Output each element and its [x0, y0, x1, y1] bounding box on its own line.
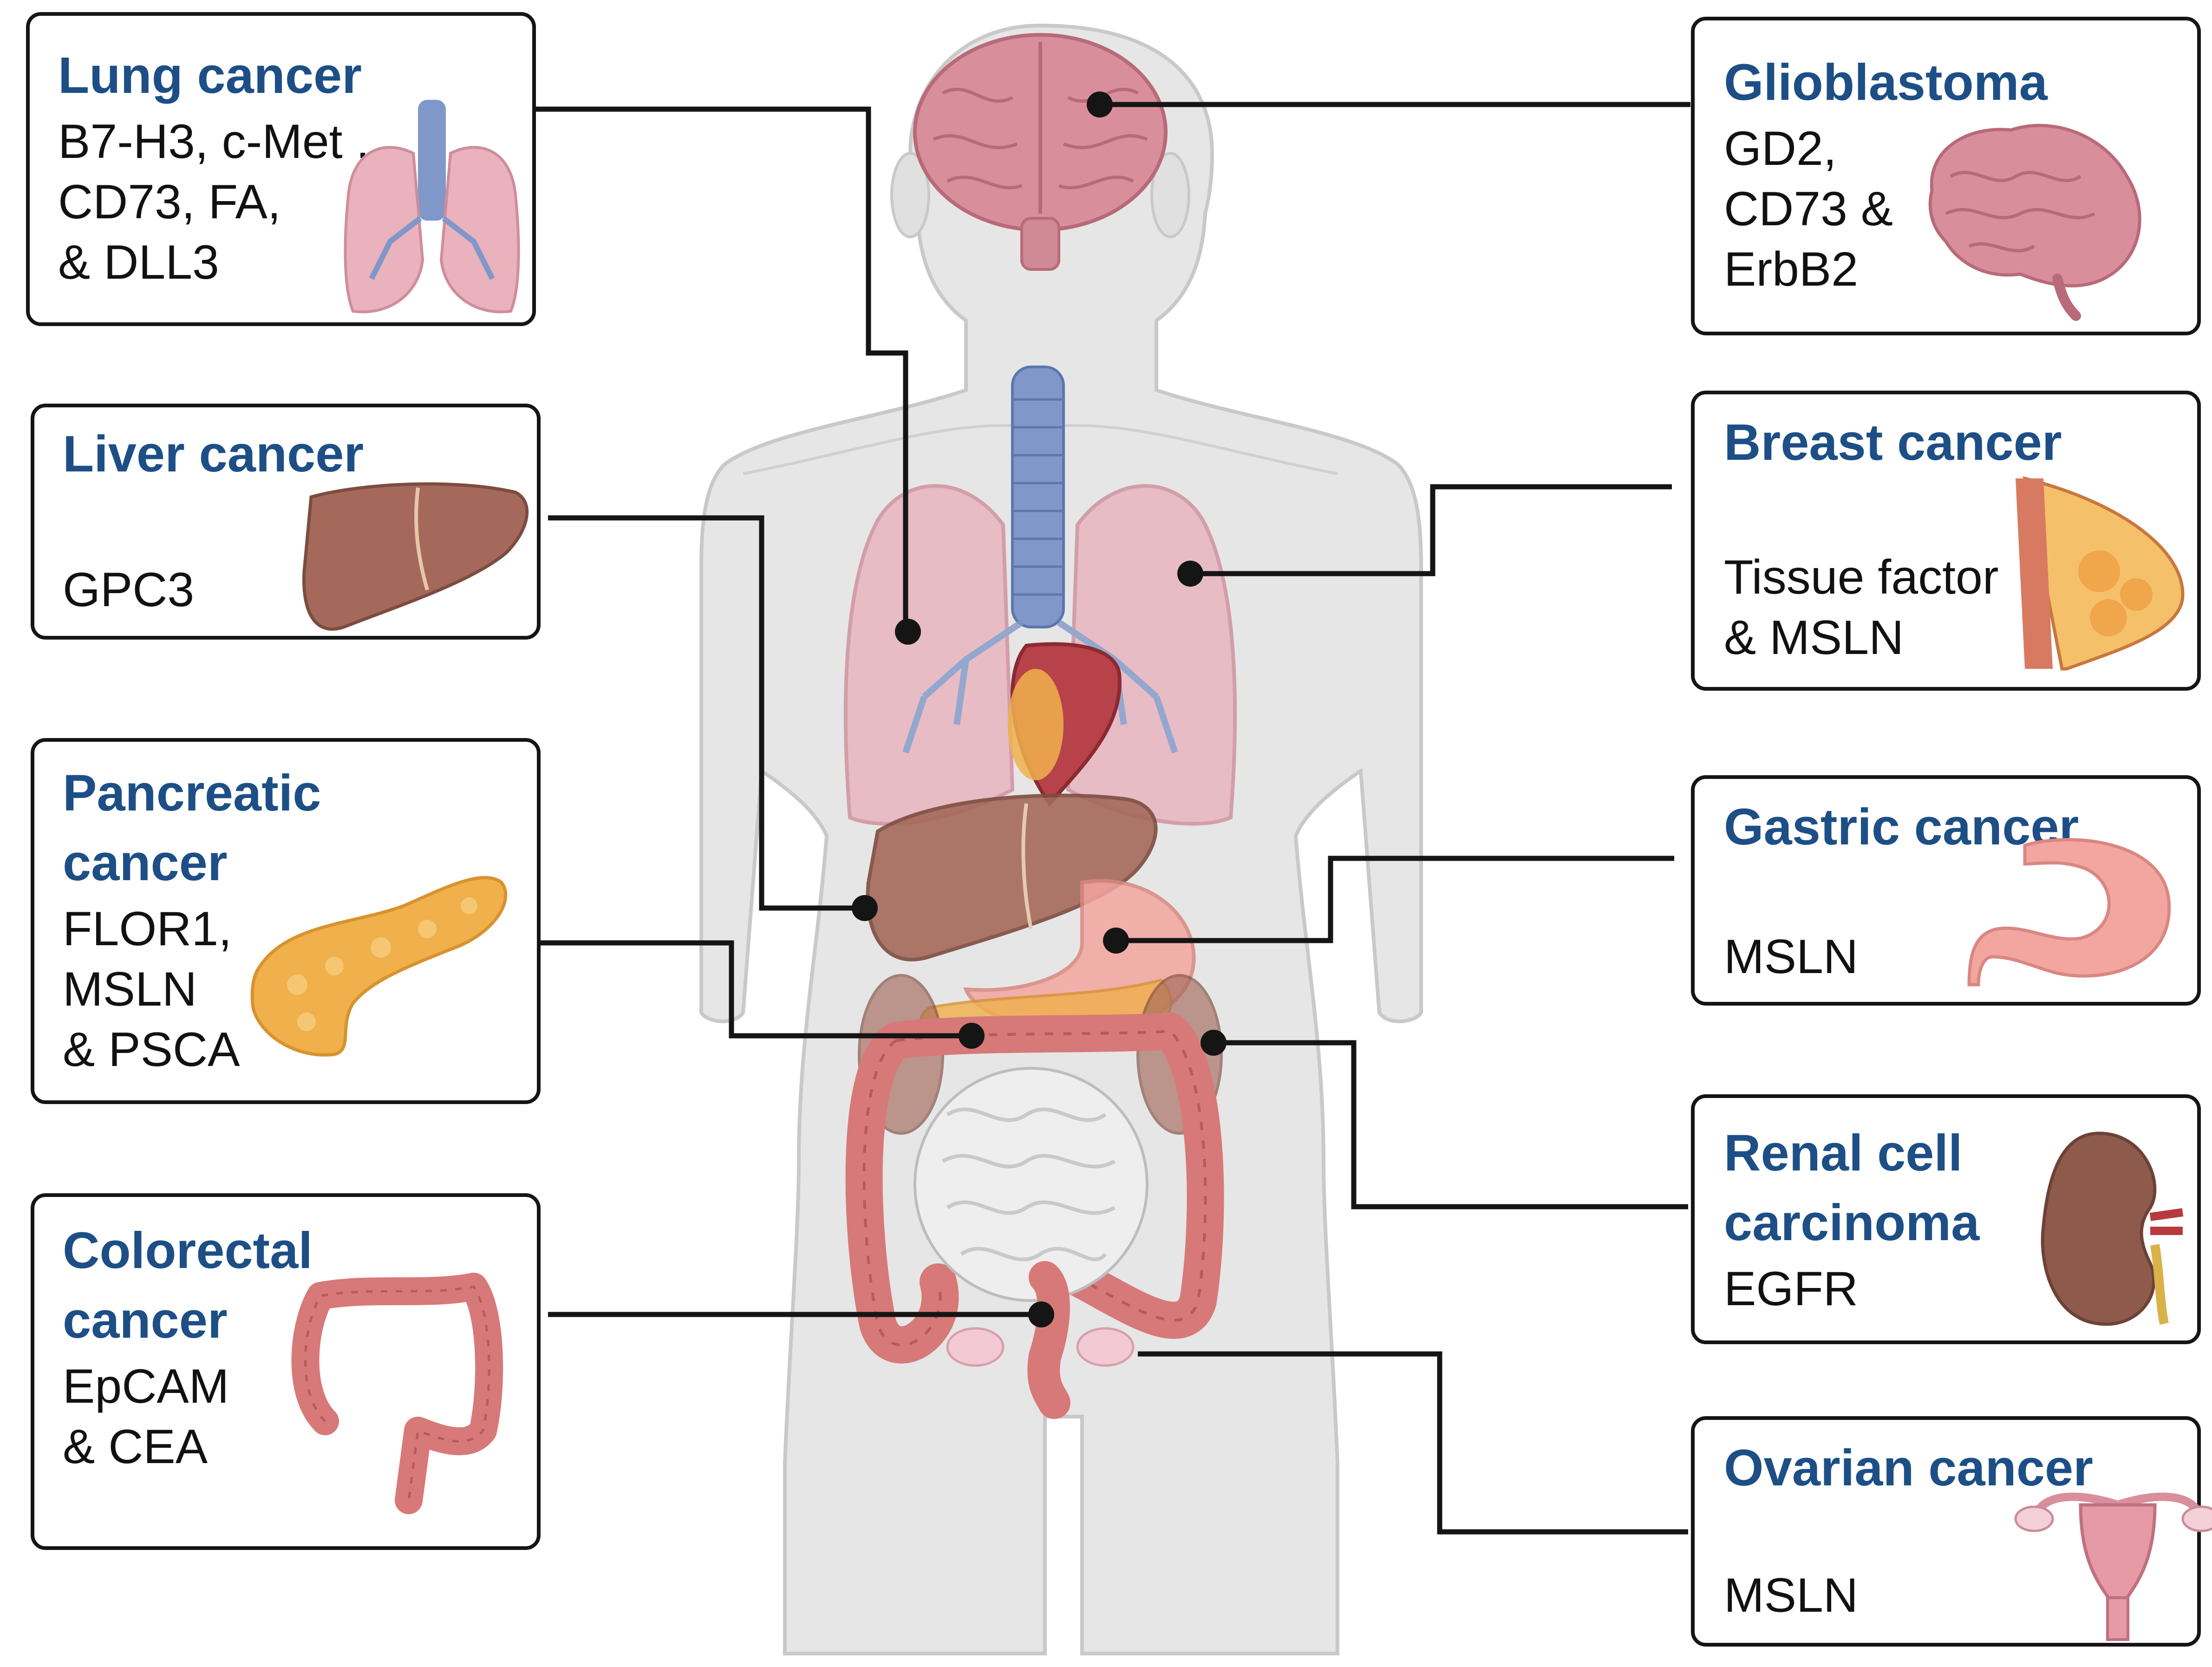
- connector-pancreatic: [539, 940, 971, 1039]
- connector-gastric-dot: [1103, 928, 1129, 954]
- colorectal-line-2: & CEA: [63, 1420, 208, 1474]
- connector-breast-dot: [1177, 561, 1203, 587]
- small-intestine: [914, 1067, 1148, 1302]
- liver-icon: [302, 482, 529, 631]
- connector-colorectal-dot: [1028, 1301, 1054, 1327]
- glioblastoma-line-2: CD73 &: [1724, 182, 1893, 236]
- connector-glioblastoma-dot: [1087, 92, 1113, 118]
- connector-ovarian: [1138, 1351, 1688, 1535]
- connector-lines: [534, 92, 1690, 1535]
- panel-colorectal-cancer: Colorectal cancer EpCAM & CEA: [31, 1193, 541, 1550]
- panel-breast-cancer: Breast cancer Tissue factor & MSLN: [1691, 391, 2201, 691]
- ovarian-line-1: MSLN: [1724, 1569, 1858, 1622]
- renal-line-1: EGFR: [1724, 1262, 1858, 1316]
- lung-line-1: B7-H3, c-Met ,: [58, 115, 369, 169]
- body-lungs: [843, 484, 1237, 826]
- rectum: [1027, 1261, 1070, 1419]
- panel-ovarian-cancer: Ovarian cancer MSLN: [1691, 1416, 2212, 1647]
- pancreas-icon: [250, 876, 508, 1057]
- pancreatic-title-1: Pancreatic: [63, 765, 321, 822]
- breast-icon: [2016, 476, 2185, 671]
- body-intestines: [845, 1013, 1224, 1419]
- lung-line-3: & DLL3: [58, 235, 219, 289]
- panel-lung-cancer: Lung cancer B7-H3, c-Met , CD73, FA, & D…: [26, 12, 536, 326]
- colon-icon: [291, 1273, 503, 1514]
- liver-line-1: GPC3: [63, 563, 194, 617]
- connector-lung-dot: [895, 619, 921, 645]
- body-brain: [913, 33, 1168, 271]
- connector-renal-dot: [1201, 1030, 1227, 1056]
- right-ear: [1150, 152, 1190, 238]
- panel-gastric-cancer: Gastric cancer MSLN: [1691, 775, 2201, 1006]
- left-ear: [890, 152, 930, 238]
- connector-liver: [548, 515, 864, 911]
- gastric-title: Gastric cancer: [1724, 798, 2079, 856]
- lungs-icon: [344, 100, 520, 314]
- glioblastoma-title: Glioblastoma: [1724, 54, 2048, 111]
- liver-title: Liver cancer: [63, 425, 364, 483]
- connector-gastric: [1117, 856, 1674, 943]
- stomach-icon: [1967, 838, 2171, 987]
- gastric-line-1: MSLN: [1724, 930, 1858, 984]
- connector-renal: [1214, 1040, 1688, 1209]
- ovarian-title: Ovarian cancer: [1724, 1439, 2093, 1497]
- breast-line-1: Tissue factor: [1724, 550, 1998, 604]
- colorectal-line-1: EpCAM: [63, 1360, 229, 1413]
- pancreatic-line-3: & PSCA: [63, 1023, 240, 1077]
- glioblastoma-line-1: GD2,: [1724, 122, 1837, 176]
- connector-pancreatic-dot: [959, 1023, 985, 1049]
- pancreatic-title-2: cancer: [63, 834, 228, 891]
- pancreatic-line-1: FLOR1,: [63, 902, 232, 956]
- panel-pancreatic-cancer: Pancreatic cancer FLOR1, MSLN & PSCA: [31, 738, 541, 1104]
- glioblastoma-line-3: ErbB2: [1724, 242, 1858, 296]
- panel-renal-cell-carcinoma: Renal cell carcinoma EGFR: [1691, 1094, 2201, 1344]
- connector-lung: [534, 106, 908, 632]
- body-heart: [1008, 642, 1122, 807]
- panel-glioblastoma: Glioblastoma GD2, CD73 & ErbB2: [1691, 17, 2201, 335]
- panel-liver-cancer: Liver cancer GPC3: [31, 404, 541, 640]
- lung-line-2: CD73, FA,: [58, 175, 281, 229]
- body-ovaries: [946, 1327, 1135, 1367]
- breast-line-2: & MSLN: [1724, 611, 1904, 665]
- lung-title: Lung cancer: [58, 47, 362, 104]
- body-trachea: [1011, 366, 1065, 628]
- uterus-icon: [2014, 1492, 2212, 1641]
- renal-title-2: carcinoma: [1724, 1194, 1980, 1251]
- breast-title: Breast cancer: [1724, 414, 2062, 471]
- connector-breast: [1191, 484, 1672, 576]
- connector-liver-dot: [852, 895, 878, 921]
- body-liver: [866, 793, 1158, 961]
- renal-title-1: Renal cell: [1724, 1124, 1963, 1182]
- pancreatic-line-2: MSLN: [63, 962, 197, 1016]
- brain-icon: [1928, 124, 2141, 321]
- colorectal-title-2: cancer: [63, 1292, 228, 1349]
- kidney-icon: [2041, 1131, 2184, 1326]
- colorectal-title-1: Colorectal: [63, 1222, 313, 1279]
